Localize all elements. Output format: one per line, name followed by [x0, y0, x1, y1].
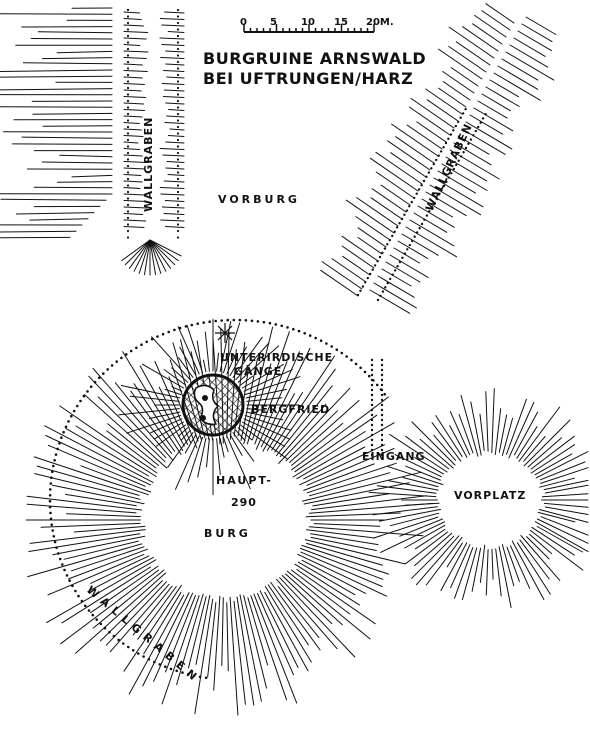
label-elevation-290: 290: [231, 496, 257, 509]
label-burg: BURG: [204, 527, 251, 540]
star-mark-icon: [215, 323, 235, 343]
crest-dotted-lines: [48, 8, 487, 680]
label-gaenge: GÄNGE: [234, 364, 282, 378]
label-unterirdische: UNTERIRDISCHE: [220, 351, 333, 364]
scale-tick-5: 5: [270, 17, 277, 28]
scale-tick-10: 10: [301, 17, 315, 28]
map-title-line-2: BEI UFTRUNGEN/HARZ: [203, 69, 413, 88]
label-eingang: EINGANG: [362, 450, 426, 463]
label-vorburg: VORBURG: [218, 193, 300, 206]
scale-bar: 0 5 10 15 20M.: [240, 17, 394, 33]
scale-tick-0: 0: [240, 17, 247, 28]
label-vorplatz: VORPLATZ: [454, 489, 526, 502]
scale-tick-20: 20M.: [366, 17, 394, 28]
terrain-hachures: [0, 3, 589, 716]
label-bergfried: BERGFRIED: [251, 403, 330, 416]
label-haupt: HAUPT-: [216, 474, 273, 487]
scale-tick-15: 15: [334, 17, 348, 28]
label-wallgraben-left: WALLGRABEN: [142, 117, 155, 212]
map-title-line-1: BURGRUINE ARNSWALD: [203, 49, 426, 68]
bergfried-keep: [181, 373, 245, 437]
